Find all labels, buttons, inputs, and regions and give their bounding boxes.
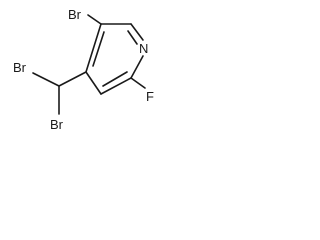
molecule-structure-diagram: Br N F Br Br	[13, 7, 154, 132]
bond-c2-c3	[100, 77, 132, 95]
bond-n-c2	[130, 55, 144, 79]
bond-ch-br-left	[32, 72, 60, 87]
atom-label-nitrogen: N	[139, 41, 148, 56]
bond-inner-c6-n	[127, 30, 138, 45]
bond-c6-n	[130, 23, 144, 41]
atom-label-bromine-ring: Br	[68, 7, 82, 22]
bond-inner-c2-c3	[102, 71, 128, 87]
bond-c4-chbr2	[58, 71, 87, 87]
bond-c4-c5	[85, 23, 102, 73]
atom-label-bromine-left: Br	[13, 60, 27, 75]
bond-c2-f	[130, 77, 146, 89]
atom-label-bromine-bottom: Br	[50, 117, 64, 132]
bond-inner-c4-c5	[92, 31, 105, 67]
bond-c5-br	[87, 14, 102, 25]
atom-label-fluorine: F	[146, 89, 154, 104]
bond-c3-c4	[85, 71, 102, 95]
